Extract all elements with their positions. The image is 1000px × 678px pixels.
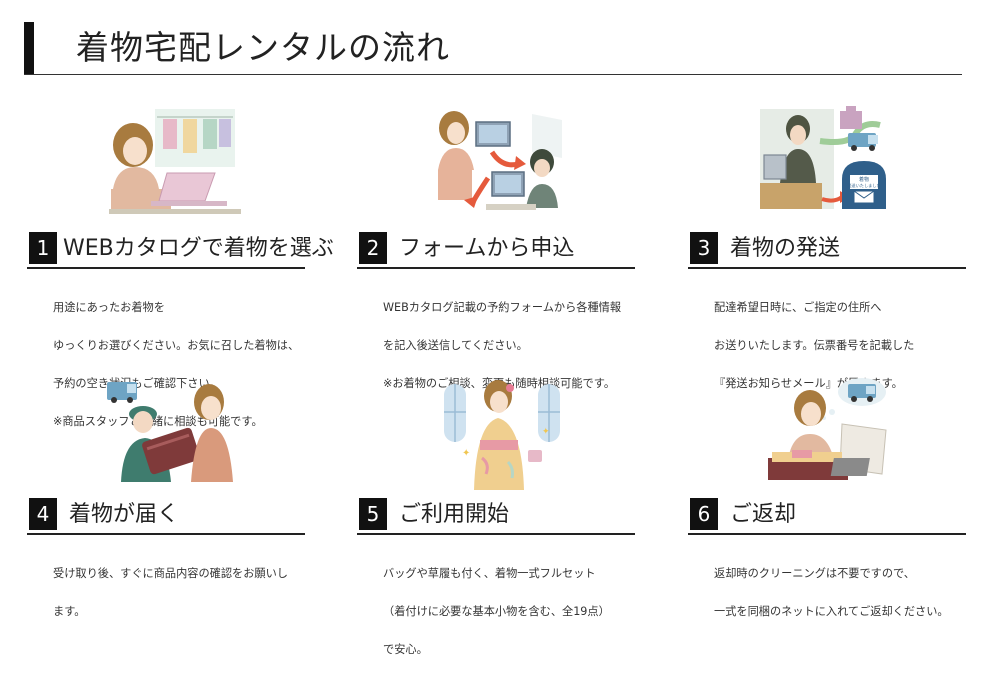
step-6-illustration [762, 378, 902, 498]
woman-in-kimono-icon: ✦ ✦ [444, 380, 560, 490]
step-number: 3 [690, 232, 718, 264]
postbox-label-line-2: 発送いたしました [847, 182, 881, 189]
svg-text:✦: ✦ [462, 448, 470, 459]
step-heading: 5 ご利用開始 [357, 497, 635, 535]
step-heading: 3 着物の発送 [688, 231, 966, 269]
step-number: 5 [359, 498, 387, 530]
step-heading: 1 WEBカタログで着物を選ぶ [27, 231, 334, 269]
description-line: 受け取り後、すぐに商品内容の確認をお願いし [53, 567, 288, 580]
step-description: 返却時のクリーニングは不要ですので、 一式を同梱のネットに入れてご返却ください。 [714, 545, 974, 640]
step-2-illustration [432, 108, 572, 228]
page-title: 着物宅配レンタルの流れ [76, 28, 450, 67]
step-3-illustration: 着物 発送いたしました [760, 105, 900, 225]
description-line: 一式を同梱のネットに入れてご返却ください。 [714, 605, 949, 618]
step-4-illustration [105, 378, 245, 498]
step-number: 6 [690, 498, 718, 530]
online-application-icon [438, 111, 562, 210]
title-accent-bar [24, 22, 34, 74]
step-title: WEBカタログで着物を選ぶ [63, 236, 334, 261]
description-line: 用途にあったお着物を [53, 301, 165, 314]
step-title: ご利用開始 [399, 502, 510, 527]
step-5-illustration: ✦ ✦ [432, 378, 572, 498]
step-title: ご返却 [730, 502, 797, 527]
step-heading: 2 フォームから申込 [357, 231, 635, 269]
step-1-illustration [105, 105, 245, 225]
step-title: 着物が届く [69, 502, 180, 527]
description-line: で安心。 [383, 643, 428, 656]
description-line: お送りいたします。伝票番号を記載した [714, 339, 915, 352]
description-line: バッグや草履も付く、着物一式フルセット [383, 567, 596, 580]
step-heading: 4 着物が届く [27, 497, 305, 535]
return-packing-icon [768, 378, 887, 480]
package-delivery-icon [107, 382, 233, 482]
step-description: バッグや草履も付く、着物一式フルセット （着付けに必要な基本小物を含む、全19点… [383, 545, 643, 678]
description-line: 配達希望日時に、ご指定の住所へ [714, 301, 882, 314]
step-title: フォームから申込 [399, 236, 575, 261]
description-line: ゆっくりお選びください。お気に召した着物は、 [53, 339, 300, 352]
step-description: 配達希望日時に、ご指定の住所へ お送りいたします。伝票番号を記載した 『発送お知… [714, 279, 974, 412]
woman-laptop-kimono-icon [109, 109, 241, 214]
description-line: WEBカタログ記載の予約フォームから各種情報 [383, 301, 622, 314]
description-line: （着付けに必要な基本小物を含む、全19点） [383, 605, 610, 618]
step-number: 1 [29, 232, 57, 264]
step-heading: 6 ご返却 [688, 497, 966, 535]
step-description: 受け取り後、すぐに商品内容の確認をお願いし ます。 [53, 545, 313, 640]
step-title: 着物の発送 [730, 236, 841, 261]
step-number: 2 [359, 232, 387, 264]
description-line: 返却時のクリーニングは不要ですので、 [714, 567, 915, 580]
postbox-label-line-1: 着物 [859, 176, 869, 183]
svg-text:✦: ✦ [542, 427, 550, 437]
description-line: ます。 [53, 605, 86, 618]
shipping-notification-icon: 着物 発送いたしました [760, 106, 886, 209]
step-number: 4 [29, 498, 57, 530]
description-line: を記入後送信してください。 [383, 339, 528, 352]
title-divider [24, 74, 962, 75]
